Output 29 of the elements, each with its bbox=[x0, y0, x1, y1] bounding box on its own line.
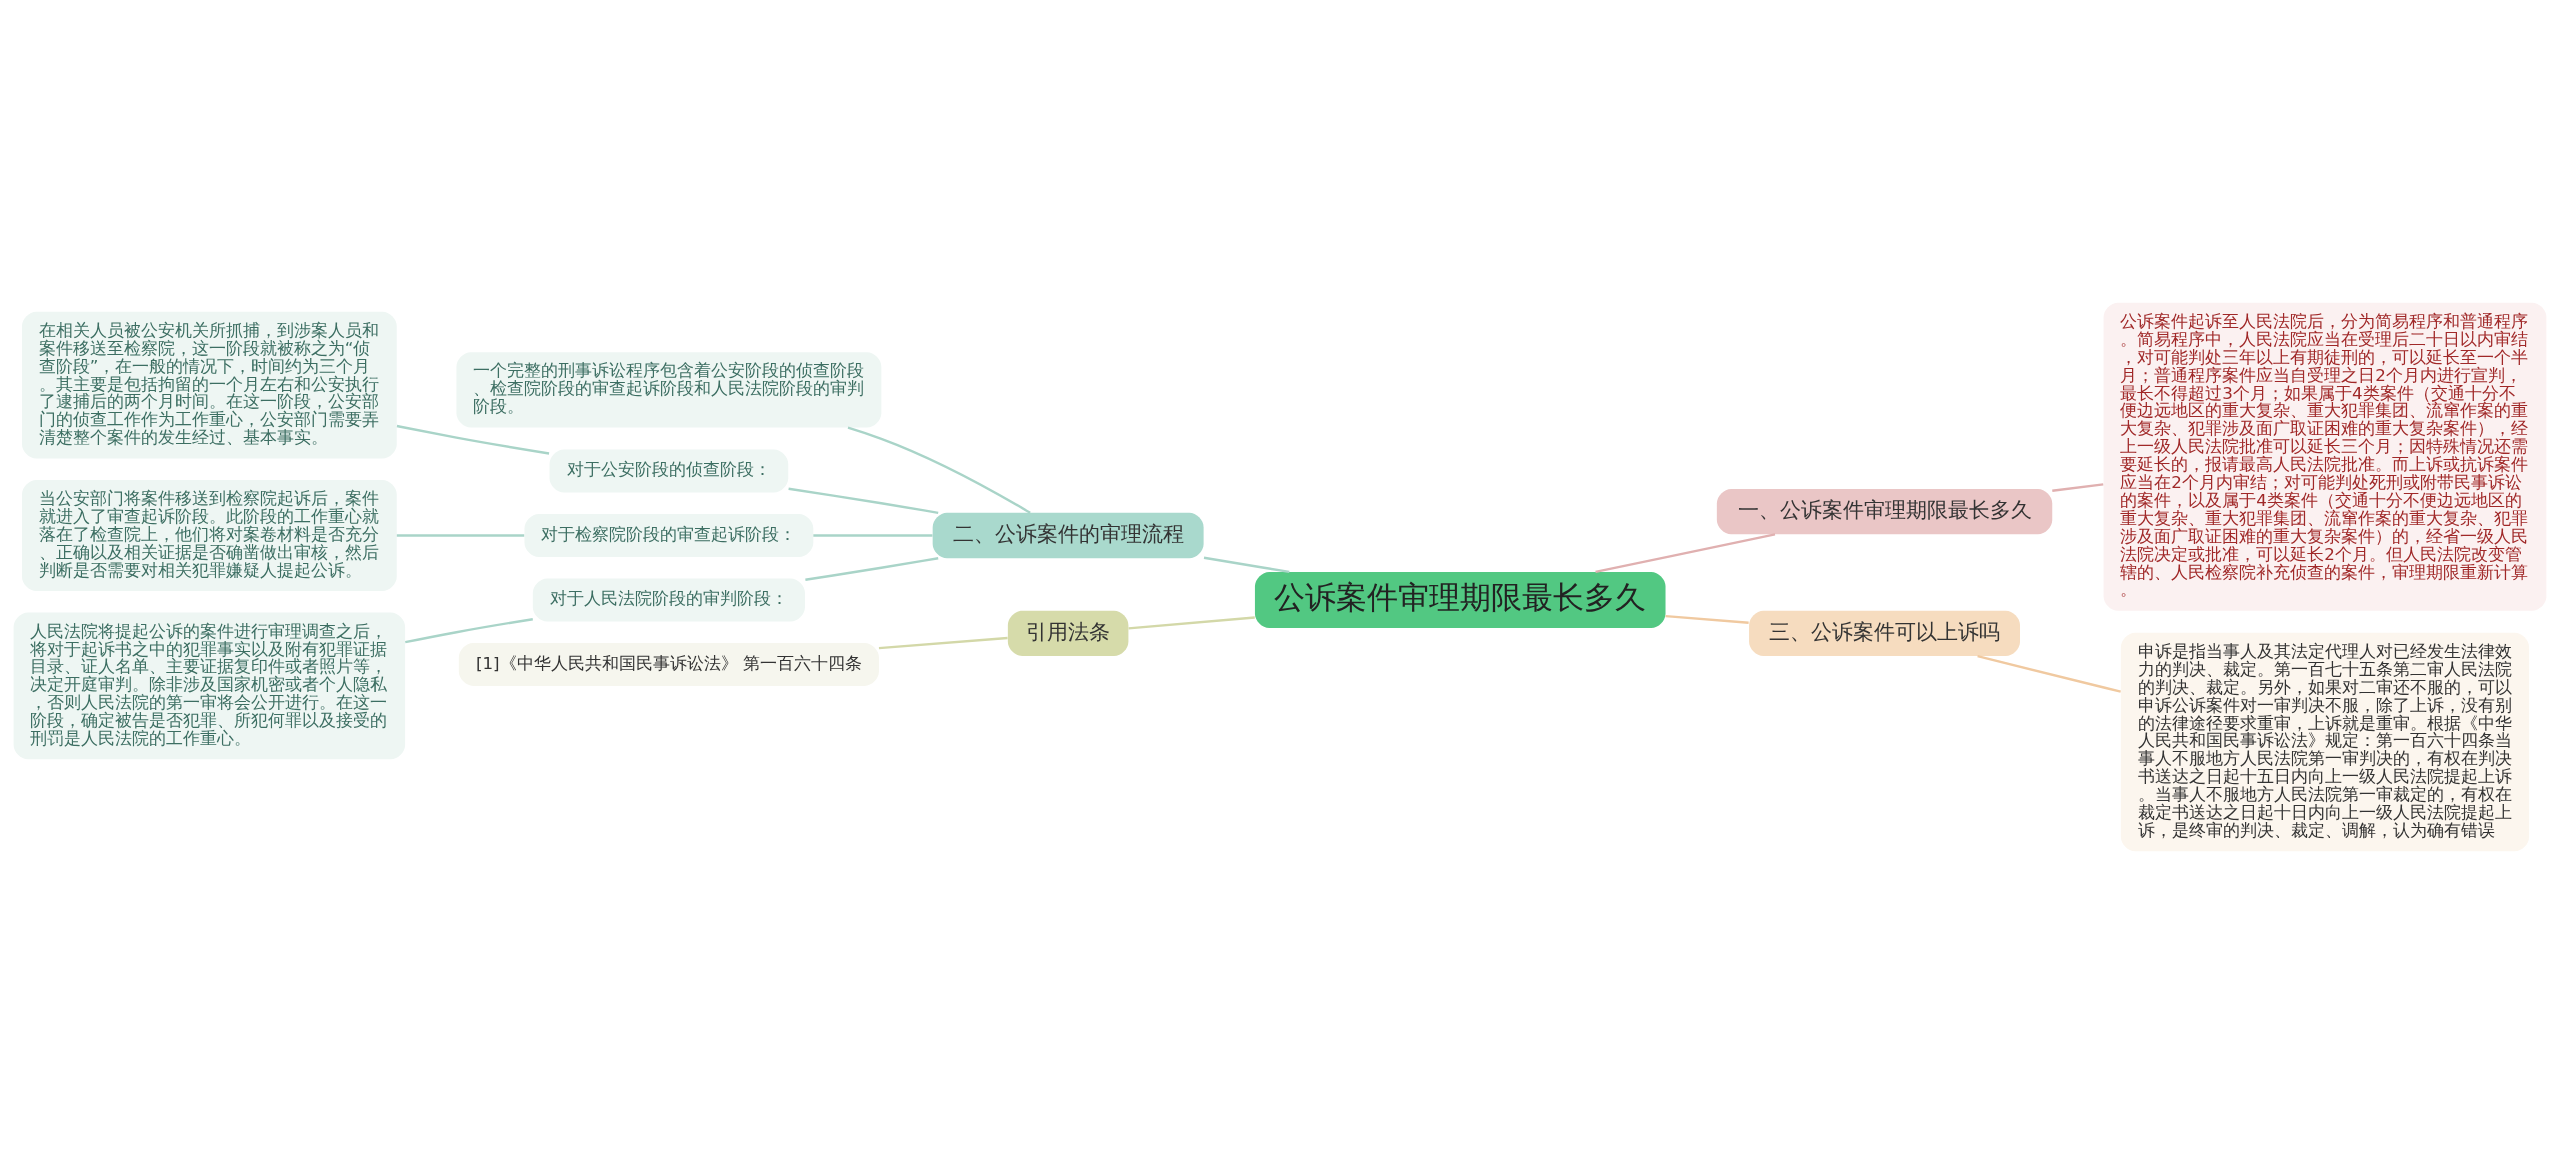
node-box: 公诉案件起诉至人民法院后，分为简易程序和普通程序。简易程序中，人民法院应当在受理后二十日以内审结，对可能判处三年以上有期徒刑的，可以延长至一个半月；普通程序案件应当自受理之日2个月内进行宣判，最长不得超过3个月；如果属于4类案件（交通十分不便边远地区的重大复杂、重大犯罪集团、流窜作案的重大复杂、犯罪涉及面广取证困难的重大复杂案件），经上一级人民法院批准可以延长三个月；因特殊情况还需要延长的，报请最高人民法院批准。而上诉或抗诉案件应当在2个月内审结；对可能判处死刑或附带民事诉讼的案件，以及属于4类案件（交通十分不便边远地区的重大复杂、重大犯罪集团、流窜作案的重大复杂、犯罪涉及面广取证困难的重大复杂案件）的，经省一级人民法院决定或批准，可以延长2个月。但人民法院改变管辖的、人民检察院补充侦查的案件，审理期限重新计算。 bbox=[2103, 302, 2547, 611]
connector bbox=[396, 424, 550, 455]
node-box: 在相关人员被公安机关所抓捕，到涉案人员和案件移送至检察院，这一阶段就被称之为“侦查阶段”，在一般的情况下，时间约为三个月。其主要是包括拘留的一个月左右和公安执行了逮捕后的两个月时间。在这一阶段，公安部门的侦查工作作为工作重心，公安部门需要弄清楚整个案件的发生经过、基本事实。 bbox=[21, 311, 397, 459]
node-box: 对于公安阶段的侦查阶段： bbox=[549, 449, 789, 493]
node-box: 人民法院将提起公诉的案件进行审理调查之后，将对于起诉书之中的犯罪事实以及附有犯罪证据目录、证人名单、主要证据复印件或者照片等，决定开庭审判。除非涉及国家机密或者个人隐私，否则人民法院的第一审将会公开进行。在这一阶段，确定被告是否犯罪、所犯何罪以及接受的刑罚是人民法院的工作重心。 bbox=[13, 612, 406, 760]
connector bbox=[847, 426, 1031, 514]
node-box: 申诉是指当事人及其法定代理人对已经发生法律效力的判决、裁定。第一百七十五条第二审人民法院的判决、裁定。另外，如果对二审还不服的，可以申诉公诉案件对一审判决不服，除了上诉，没有别的法律途径要求重审，上诉就是重审。根据《中华人民共和国民事诉讼法》规定：第一百六十四条当事人不服地方人民法院第一审判决的，有权在判决书送达之日起十五日内向上一级人民法院提起上诉。当事人不服地方人民法院第一审裁定的，有权在裁定书送达之日起十日内向上一级人民法院提起上诉，是终审的判决、裁定、调解，认为确有错误 bbox=[2120, 632, 2530, 852]
node-box: [1]《中华人民共和国民事诉讼法》 第一百六十四条 bbox=[458, 642, 879, 686]
node-box: 一个完整的刑事诉讼程序包含着公安阶段的侦查阶段、检查院阶段的审查起诉阶段和人民法院阶段的审判阶段。 bbox=[456, 352, 882, 428]
node-box: 对于检察院阶段的审查起诉阶段： bbox=[524, 514, 814, 557]
connector bbox=[405, 618, 533, 644]
node-box: 对于人民法院阶段的审判阶段： bbox=[532, 578, 805, 622]
node-box: 当公安部门将案件移送到检察院起诉后，案件就进入了审查起诉阶段。此阶段的工作重心就落在了检查院上，他们将对案卷材料是否充分、正确以及相关证据是否确凿做出审核，然后判断是否需要对相关犯罪嫌疑人提起公诉。 bbox=[21, 480, 397, 591]
connector bbox=[805, 557, 939, 581]
node-box: 引用法条 bbox=[1007, 610, 1129, 657]
connector bbox=[1595, 533, 1776, 574]
connector bbox=[2052, 483, 2104, 492]
node-box: 二、公诉案件的审理流程 bbox=[932, 512, 1204, 559]
connector bbox=[878, 636, 1008, 650]
connector bbox=[813, 534, 933, 537]
node-box: 公诉案件审理期限最长多久 bbox=[1254, 571, 1666, 629]
node-box: 三、公诉案件可以上诉吗 bbox=[1749, 610, 2020, 657]
connector bbox=[1977, 655, 2121, 693]
connector bbox=[1128, 616, 1255, 630]
node-box: 一、公诉案件审理期限最长多久 bbox=[1716, 488, 2053, 535]
connector bbox=[396, 534, 525, 537]
connector bbox=[788, 487, 939, 514]
connector bbox=[1665, 614, 1749, 624]
connector bbox=[1203, 556, 1290, 574]
